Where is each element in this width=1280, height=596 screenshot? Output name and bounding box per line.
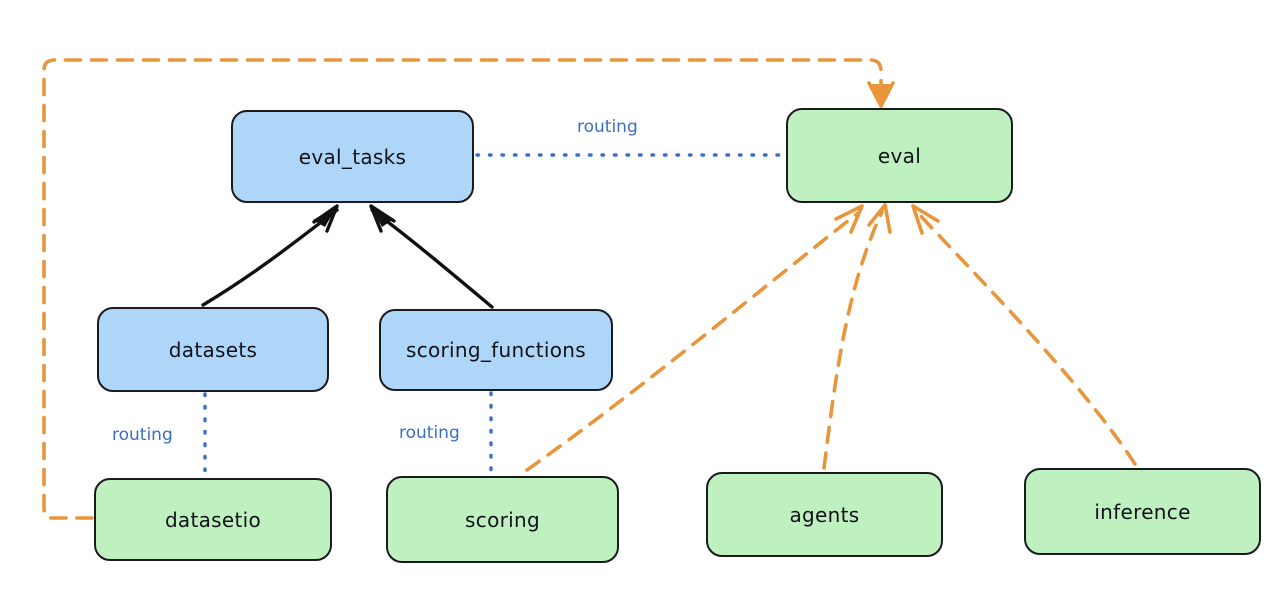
- edge-scoring-functions-to-eval-tasks: [369, 204, 494, 309]
- node-label: datasets: [168, 337, 258, 362]
- edge-agents-to-eval: [822, 203, 892, 470]
- edge-scoring-to-eval: [525, 204, 864, 472]
- node-label: datasetio: [164, 507, 262, 532]
- node-eval[interactable]: eval: [786, 108, 1013, 203]
- node-scoring-functions[interactable]: scoring_functions: [379, 309, 613, 391]
- edge-label-routing-datasets-datasetio: routing: [112, 425, 173, 445]
- node-eval-tasks[interactable]: eval_tasks: [231, 110, 474, 203]
- edge-datasets-to-eval-tasks: [201, 204, 339, 307]
- node-datasetio[interactable]: datasetio: [94, 478, 332, 561]
- edge-inference-to-eval: [911, 204, 1137, 466]
- node-label: scoring_functions: [405, 338, 587, 362]
- node-label: eval: [877, 143, 922, 168]
- node-label: inference: [1094, 499, 1191, 524]
- edge-label-routing-eval-tasks-eval: routing: [577, 117, 638, 137]
- node-agents[interactable]: agents: [706, 472, 943, 557]
- node-scoring[interactable]: scoring: [386, 476, 619, 563]
- edge-label-routing-scoring-functions-scoring: routing: [399, 423, 460, 443]
- node-label: eval_tasks: [298, 144, 407, 169]
- edge-datasetio-to-eval: [42, 58, 895, 520]
- node-label: scoring: [465, 507, 540, 532]
- node-label: agents: [789, 502, 860, 527]
- node-inference[interactable]: inference: [1024, 468, 1261, 555]
- node-datasets[interactable]: datasets: [97, 307, 329, 392]
